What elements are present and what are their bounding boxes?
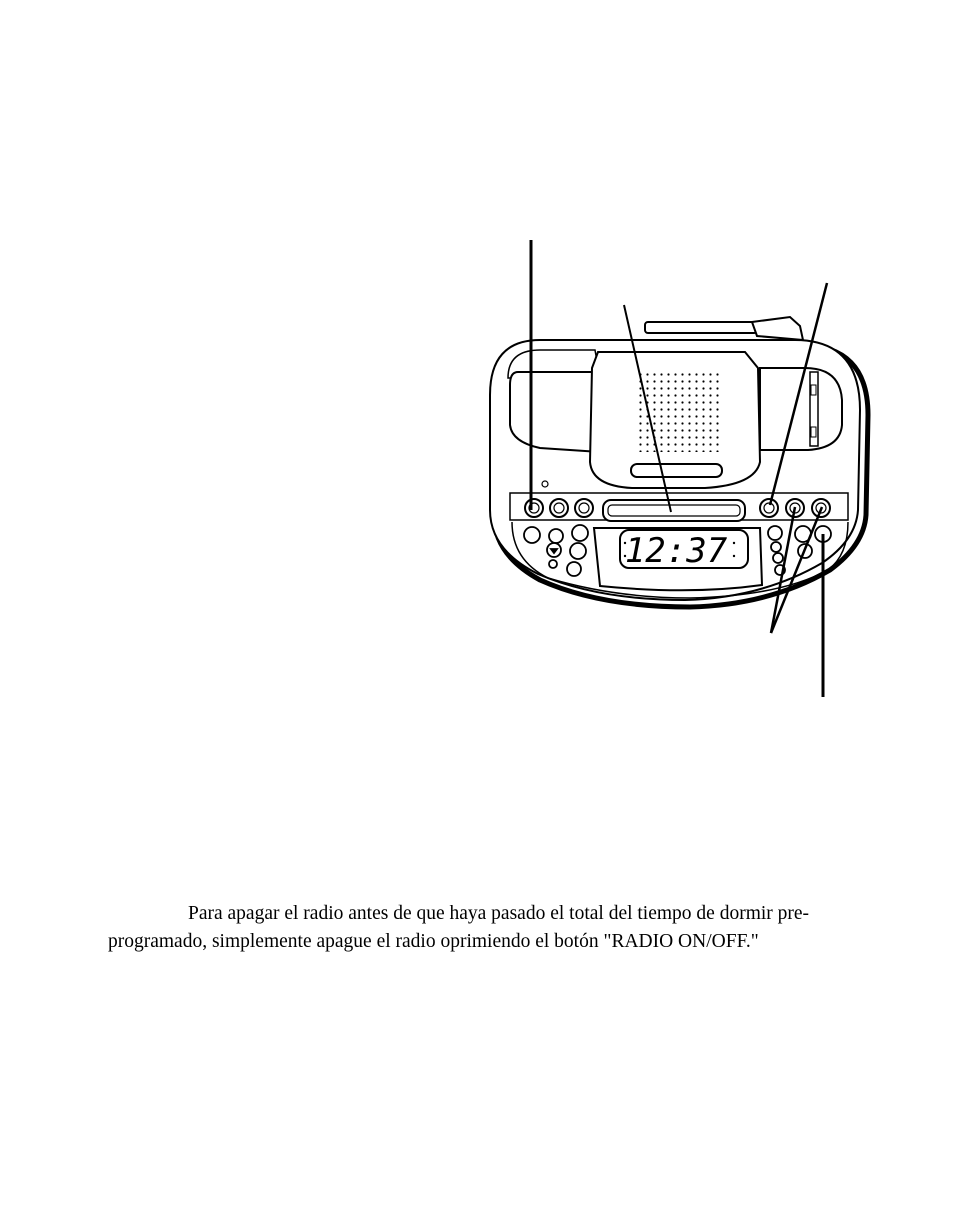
callout-line-center xyxy=(623,304,672,513)
control-button-4 xyxy=(759,498,779,518)
control-button-2 xyxy=(549,498,569,518)
instruction-paragraph: Para apagar el radio antes de que haya p… xyxy=(108,903,810,952)
callout-line-upper-right xyxy=(768,282,829,506)
display-time: 12:37 xyxy=(625,531,728,571)
lower-left-buttons xyxy=(523,524,589,577)
antenna xyxy=(644,315,805,342)
callout-lines xyxy=(529,240,829,697)
callout-line-lower-b xyxy=(769,506,824,634)
callout-line-lower-a xyxy=(769,506,797,634)
top-button-row xyxy=(524,498,831,518)
clock-display: 12:37 xyxy=(619,529,749,571)
radio-on-off-button xyxy=(524,498,544,518)
control-button-3 xyxy=(574,498,594,518)
